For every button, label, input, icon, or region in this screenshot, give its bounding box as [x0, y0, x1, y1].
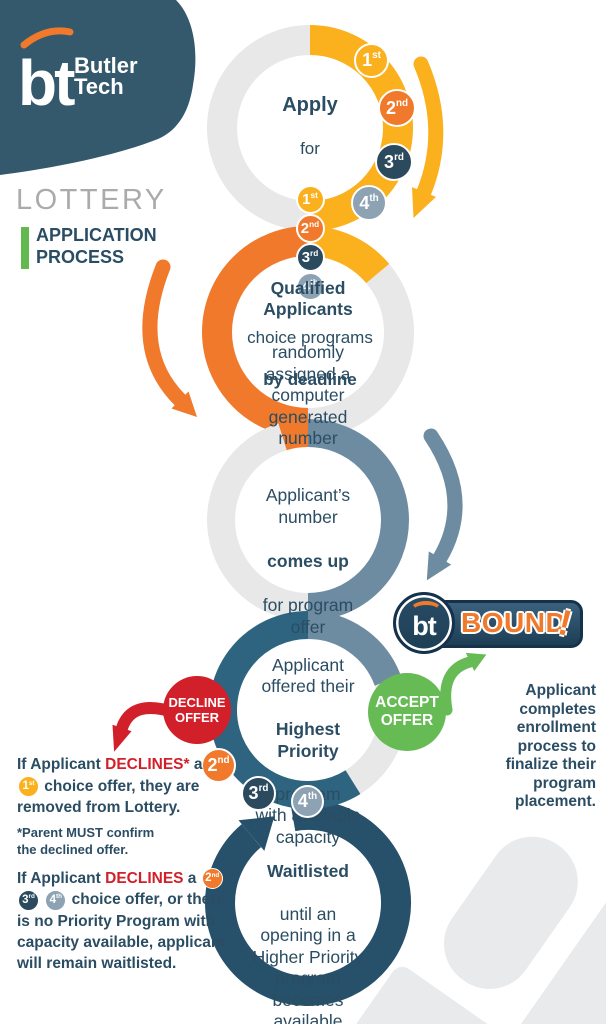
step5-waitlisted: Waitlisted until an opening in a Higher …	[211, 839, 405, 1024]
title-application-process: APPLICATION PROCESS	[36, 224, 157, 268]
arrow-step3-to-step4	[423, 428, 463, 581]
step4-offer: Applicant offered their Highest Priority…	[218, 633, 398, 848]
accept-outcome-note: Applicant completes enrollment process t…	[505, 682, 596, 810]
step1-for: for	[300, 139, 320, 158]
step5-text: until an opening in a Higher Priority pr…	[252, 903, 364, 1024]
step4-bold: Highest Priority	[275, 719, 341, 761]
priority-program-bold: Priority Program	[57, 912, 180, 930]
step3-number: Applicant’s number comes up for program …	[223, 462, 393, 638]
bt-bound-word: BOUND	[461, 607, 567, 638]
arrow-step1-to-step2	[412, 56, 444, 218]
title-lottery: LOTTERY	[16, 184, 167, 216]
bt-bound-swoosh-icon	[410, 601, 442, 620]
logo-name-line2: Tech	[74, 74, 124, 99]
step2-text: randomly assigned a computer generated n…	[265, 342, 351, 448]
step3-text1: Applicant’s number	[265, 485, 351, 527]
parent-confirm-footnote: *Parent MUST confirm the declined offer.	[17, 825, 155, 857]
corner-blob	[0, 0, 196, 175]
logo-name-line1: Butler	[74, 53, 138, 78]
ring-step3	[207, 419, 409, 621]
bt-bound-logo: bt BOUND !	[393, 592, 591, 656]
step2-bold: Qualified Applicants	[263, 277, 353, 320]
step1-deadline: by deadline	[263, 370, 357, 389]
ring-step1	[207, 25, 413, 231]
arrow-accept	[440, 652, 487, 716]
step1-bold: Apply	[282, 94, 338, 116]
step3-text2: for program offer	[262, 595, 354, 637]
waitlist-loop-arrowhead	[238, 816, 275, 851]
title-line1: APPLICATION	[36, 225, 157, 245]
declines-red-text-2: DECLINES	[105, 870, 184, 887]
logo-swoosh-icon	[20, 27, 74, 49]
title-line2: PROCESS	[36, 247, 125, 267]
arrow-step2-to-step3	[142, 259, 197, 417]
step3-bold: comes up	[267, 551, 349, 571]
butler-tech-logo-mark: bt	[18, 47, 75, 119]
butler-tech-logo-name: Butler Tech	[74, 53, 138, 99]
ring-step5	[205, 799, 412, 1006]
step1-text: choice programs	[247, 328, 373, 347]
step2-qualified: Qualified Applicants randomly assigned a…	[218, 256, 398, 450]
declines-red-text: DECLINES*	[105, 756, 190, 773]
step4-text1: Applicant offered their	[261, 654, 355, 697]
title-accent-bar	[21, 227, 29, 269]
bt-watermark	[346, 836, 606, 1024]
step5-bold: Waitlisted	[267, 860, 349, 881]
